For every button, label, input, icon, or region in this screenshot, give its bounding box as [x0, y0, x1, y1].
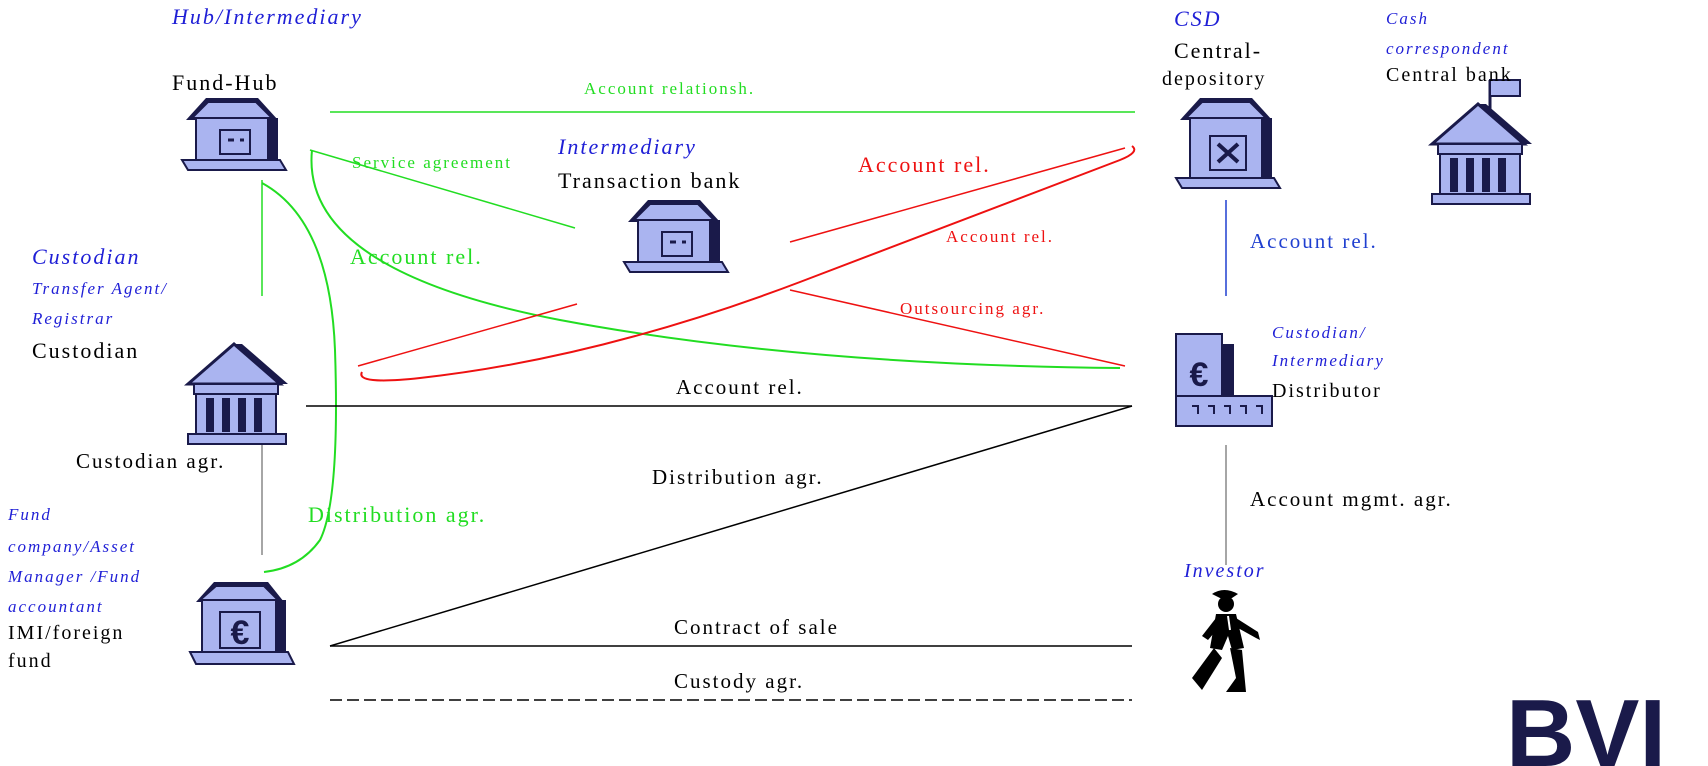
label-account-relationsh: Account relationsh.	[584, 79, 756, 98]
fund-hub-role: Hub/Intermediary	[172, 4, 363, 29]
csd-name-line2: depository	[1162, 68, 1267, 90]
label-custodian-agr: Custodian agr.	[76, 449, 226, 473]
bvi-logo: BVI	[1506, 680, 1666, 766]
distributor-role-line2: Intermediary	[1272, 351, 1385, 370]
bank-building-icon	[622, 198, 730, 274]
custodian-role-line2: Transfer Agent/	[32, 279, 168, 298]
csd-name-line1: Central-	[1174, 38, 1263, 63]
transaction-bank-name: Transaction bank	[558, 168, 742, 193]
csd-building-icon	[1174, 98, 1282, 189]
investor-role: Investor	[1184, 560, 1266, 582]
label-distribution-agr-black: Distribution agr.	[652, 465, 824, 489]
distributor-role-line1: Custodian/	[1272, 323, 1367, 342]
line-service-agreement	[309, 149, 576, 229]
custodian-role-line1: Custodian	[32, 244, 141, 269]
line-red-outsourcing	[789, 289, 1126, 367]
label-account-rel-red-lower: Account rel.	[946, 227, 1055, 246]
curve-account-rel-green	[310, 149, 1121, 369]
label-account-rel-blue: Account rel.	[1250, 229, 1378, 253]
columns-bank-icon	[186, 342, 290, 446]
label-account-rel-red-upper: Account rel.	[858, 152, 991, 177]
central-bank-role-line2: correspondent	[1386, 39, 1510, 58]
line-red-custodian-tb	[357, 303, 578, 367]
svg-text:€: €	[231, 614, 250, 652]
svg-text:€: €	[1190, 356, 1209, 394]
walking-man-icon	[1192, 590, 1260, 692]
label-account-mgmt-agr: Account mgmt. agr.	[1250, 487, 1453, 511]
fund-company-role-line4: accountant	[8, 597, 104, 616]
label-custody-agr: Custody agr.	[674, 669, 805, 693]
central-bank-role-line1: Cash	[1386, 9, 1429, 28]
fund-company-role-line1: Fund	[8, 505, 52, 524]
curve-distribution-agr-green	[261, 182, 337, 573]
central-bank-name: Central bank	[1386, 64, 1513, 86]
euro-building-icon: €	[188, 582, 296, 665]
connection-lines	[261, 111, 1227, 701]
transaction-bank-role: Intermediary	[558, 134, 697, 159]
csd-role: CSD	[1174, 6, 1222, 31]
svg-text:BVI: BVI	[1506, 680, 1666, 766]
fund-company-role-line2: company/Asset	[8, 537, 136, 556]
bank-building-icon	[180, 96, 288, 172]
label-outsourcing: Outsourcing agr.	[900, 299, 1046, 318]
custodian-name: Custodian	[32, 338, 140, 363]
fund-hub-name: Fund-Hub	[172, 70, 279, 95]
flag-bank-icon	[1430, 79, 1534, 206]
label-distribution-agr-green: Distribution agr.	[308, 502, 487, 527]
fund-company-name-line2: fund	[8, 650, 53, 672]
label-account-rel-green: Account rel.	[350, 244, 483, 269]
label-contract-of-sale: Contract of sale	[674, 615, 839, 639]
custodian-role-line3: Registrar	[32, 309, 115, 328]
line-red-tb-csd	[789, 147, 1126, 243]
line-distribution-agr	[329, 405, 1133, 647]
distributor-name: Distributor	[1272, 380, 1382, 402]
fund-company-role-line3: Manager /Fund	[8, 567, 142, 586]
fund-company-name-line1: IMI/foreign	[8, 622, 125, 644]
label-account-rel-black: Account rel.	[676, 375, 804, 399]
curve-red-account-rel	[360, 145, 1136, 382]
label-service-agreement: Service agreement	[352, 153, 513, 172]
euro-building-icon: €	[1175, 333, 1273, 427]
